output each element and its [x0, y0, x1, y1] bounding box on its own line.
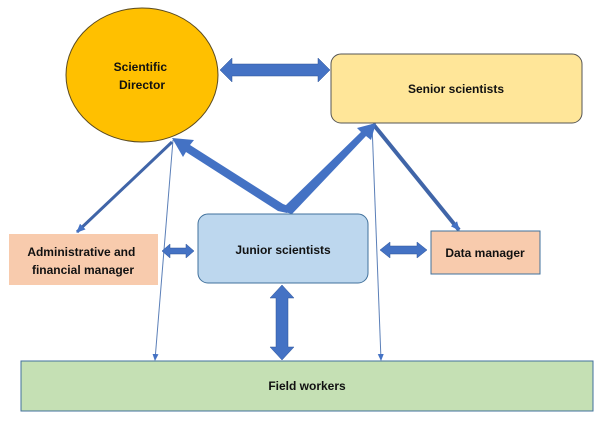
connector-director-senior: [219, 57, 331, 83]
node-scientific-director[interactable]: Scientific Director: [65, 7, 219, 143]
connector-senior-to-field-workers: [371, 123, 384, 361]
data-manager-label: Data manager: [445, 246, 525, 260]
connector-director-to-admin: [75, 140, 174, 234]
admin-label-line1: Administrative and: [27, 245, 135, 259]
node-admin-financial-manager[interactable]: Administrative and financial manager: [9, 234, 158, 285]
connector-admin-junior: [161, 243, 195, 259]
connector-junior-field-workers: [269, 284, 295, 361]
node-field-workers[interactable]: Field workers: [20, 360, 594, 412]
connector-junior-data-manager: [379, 241, 428, 259]
field-workers-label: Field workers: [268, 379, 346, 393]
node-data-manager[interactable]: Data manager: [430, 230, 541, 275]
svg-text:Scientific Director: Scientific Director: [114, 60, 171, 92]
node-senior-scientists[interactable]: Senior scientists: [330, 53, 583, 124]
connector-junior-to-senior: [285, 123, 376, 214]
svg-text:Administrative and finan: Administrative and financial manager: [27, 245, 138, 277]
node-junior-scientists[interactable]: Junior scientists: [197, 213, 369, 284]
admin-label-line2: financial manager: [32, 263, 134, 277]
senior-scientists-label: Senior scientists: [408, 82, 504, 96]
junior-scientists-label: Junior scientists: [235, 243, 331, 257]
connector-senior-to-data-manager: [371, 122, 461, 232]
connector-junior-to-director: [172, 138, 291, 213]
scientific-director-label-line2: Director: [119, 78, 165, 92]
scientific-director-label-line1: Scientific: [114, 60, 168, 74]
